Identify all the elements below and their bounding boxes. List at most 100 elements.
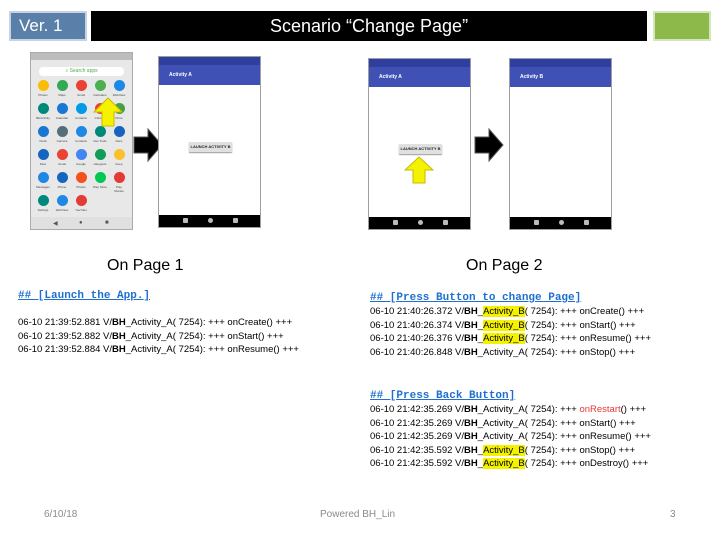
log-tag: BH	[464, 333, 478, 344]
page1-label: On Page 1	[107, 257, 184, 274]
page2-log-list-2: 06-10 21:42:35.269 V/BH_Activity_A( 7254…	[370, 403, 651, 471]
footer-date: 6/10/18	[44, 509, 78, 520]
log-message: ( 7254): +++ onResume() +++	[524, 431, 651, 442]
home-icon[interactable]	[559, 220, 564, 225]
search-icon: ⌕	[65, 68, 69, 74]
app-icon[interactable]	[95, 80, 106, 91]
app-icon[interactable]	[114, 126, 125, 137]
launcher-statusbar	[31, 53, 132, 60]
app-icon[interactable]	[57, 149, 68, 160]
app-label: WebView	[112, 93, 126, 97]
log-line: 06-10 21:42:35.269 V/BH_Activity_A( 7254…	[370, 417, 651, 431]
log-activity-name-highlight: Activity_B	[483, 306, 525, 317]
app-icon[interactable]	[95, 172, 106, 183]
app-icon[interactable]	[76, 103, 87, 114]
log-separator: _Activity_A	[477, 404, 525, 415]
app-icon[interactable]	[76, 172, 87, 183]
log-time: 06-10 21:42:35.592 V/	[370, 444, 465, 456]
log-activity-name: _Activity_A	[125, 344, 173, 355]
log-line: 06-10 21:39:52.884 V/BH_Activity_A( 7254…	[18, 343, 299, 357]
launch-activity-b-button[interactable]: LAUNCH ACTIVITY B	[399, 144, 442, 154]
app-icon[interactable]	[114, 149, 125, 160]
app-icon[interactable]	[57, 80, 68, 91]
app-icon[interactable]	[57, 195, 68, 206]
app-label: BHActivity	[36, 116, 50, 120]
app-icon[interactable]	[114, 103, 125, 114]
app-label: Phone	[57, 185, 67, 189]
app-label: Settings	[37, 208, 49, 212]
log-time: 06-10 21:39:52.882 V/	[18, 330, 113, 342]
phone-appbar-title: Activity B	[510, 67, 611, 87]
back-icon[interactable]	[393, 220, 398, 225]
home-icon[interactable]: ●	[79, 220, 83, 226]
right-arrow-icon	[474, 128, 504, 162]
app-label: Camera	[56, 139, 68, 143]
press-button-heading: ## [Press Button to change Page]	[370, 292, 582, 304]
app-icon[interactable]	[76, 195, 87, 206]
recents-icon[interactable]	[584, 220, 589, 225]
log-message: ( 7254): +++ onStop() +++	[524, 444, 636, 456]
app-icon[interactable]	[76, 149, 87, 160]
phone-statusbar	[510, 59, 611, 67]
app-label: Play Movies	[114, 185, 124, 193]
recents-icon[interactable]	[233, 218, 238, 223]
log-time: 06-10 21:40:26.848 V/	[370, 346, 465, 358]
app-icon[interactable]	[38, 172, 49, 183]
log-time: 06-10 21:42:35.269 V/	[370, 404, 465, 415]
phone-navbar	[369, 217, 470, 229]
recents-icon[interactable]	[443, 220, 448, 225]
log-time: 06-10 21:42:35.269 V/	[370, 417, 465, 429]
launcher-search-input[interactable]: ⌕ Search apps	[39, 67, 124, 76]
green-accent-block	[653, 11, 711, 41]
log-separator: _	[477, 319, 484, 331]
back-icon[interactable]: ◀	[53, 221, 58, 227]
app-icon[interactable]	[95, 149, 106, 160]
app-icon[interactable]	[57, 172, 68, 183]
phone-statusbar	[369, 59, 470, 67]
app-icon[interactable]	[76, 126, 87, 137]
log-message: ( 7254): +++ onResume() +++	[172, 344, 299, 355]
log-message: ( 7254): +++	[524, 404, 580, 415]
app-label: Docs	[115, 139, 123, 143]
log-tag: BH	[464, 404, 478, 415]
recents-icon[interactable]: ■	[105, 220, 109, 226]
log-tag: BH	[112, 344, 126, 355]
page2-label: On Page 2	[466, 257, 543, 274]
yellow-up-arrow-icon	[404, 156, 434, 184]
log-message: ( 7254): +++ onDestroy() +++	[524, 458, 649, 469]
log-time: 06-10 21:40:26.376 V/	[370, 333, 465, 344]
log-tag: BH	[464, 417, 478, 429]
back-icon[interactable]	[534, 220, 539, 225]
app-icon[interactable]	[38, 149, 49, 160]
launch-activity-b-button[interactable]: LAUNCH ACTIVITY B	[189, 142, 232, 152]
yellow-up-arrow-icon	[93, 97, 123, 127]
back-icon[interactable]	[183, 218, 188, 223]
app-icon[interactable]	[114, 80, 125, 91]
log-line: 06-10 21:42:35.269 V/BH_Activity_A( 7254…	[370, 403, 651, 417]
app-label: Gmail	[58, 162, 66, 166]
phone-activity-a-page2: Activity A LAUNCH ACTIVITY B	[368, 58, 471, 230]
home-icon[interactable]	[208, 218, 213, 223]
log-time: 06-10 21:42:35.269 V/	[370, 431, 465, 442]
log-separator: _	[477, 458, 484, 469]
app-label: Clock	[39, 139, 47, 143]
app-icon[interactable]	[95, 126, 106, 137]
app-label: Maps	[58, 93, 66, 97]
app-icon[interactable]	[76, 80, 87, 91]
log-tag: BH	[464, 431, 478, 442]
app-icon[interactable]	[38, 195, 49, 206]
app-icon[interactable]	[114, 172, 125, 183]
press-back-heading: ## [Press Back Button]	[370, 390, 516, 402]
log-message: ( 7254): +++ onStart() +++	[172, 330, 284, 342]
app-icon[interactable]	[57, 103, 68, 114]
app-icon[interactable]	[38, 80, 49, 91]
app-icon[interactable]	[38, 126, 49, 137]
app-icon[interactable]	[38, 103, 49, 114]
app-icon[interactable]	[57, 126, 68, 137]
footer-credit: Powered BH_Lin	[320, 509, 396, 520]
app-label: Messages	[36, 185, 50, 189]
log-tag: BH	[464, 458, 478, 469]
log-line: 06-10 21:42:35.592 V/BH_Activity_B( 7254…	[370, 444, 651, 458]
log-separator: _	[477, 306, 484, 317]
home-icon[interactable]	[418, 220, 423, 225]
